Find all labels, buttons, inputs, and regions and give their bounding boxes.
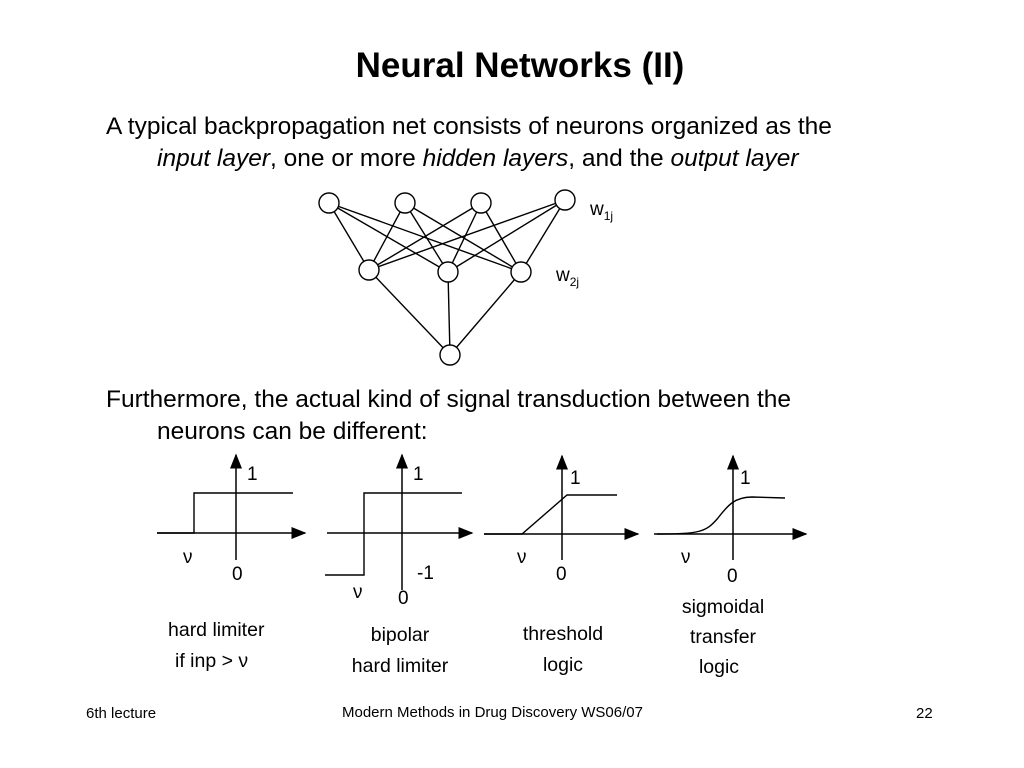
hard-limiter-curve bbox=[157, 492, 293, 534]
intro-line-2: input layer, one or more hidden layers, … bbox=[106, 143, 832, 175]
output-neuron bbox=[439, 344, 461, 366]
intro-paragraph: A typical backpropagation net consists o… bbox=[106, 111, 832, 175]
y-tick-one: 1 bbox=[413, 464, 424, 485]
intro-separator-1: , one or more bbox=[270, 145, 423, 172]
hidden-neuron bbox=[510, 261, 532, 283]
transduction-paragraph: Furthermore, the actual kind of signal t… bbox=[106, 384, 791, 448]
input-neuron bbox=[394, 192, 416, 214]
intro-separator-2: , and the bbox=[568, 145, 671, 172]
hard-limiter-label: hard limiter bbox=[168, 619, 265, 641]
output-layer-term: output layer bbox=[670, 145, 799, 172]
transduction-line-2: neurons can be different: bbox=[157, 418, 428, 445]
y-tick-one: 1 bbox=[570, 468, 581, 489]
intro-line-1: A typical backpropagation net consists o… bbox=[106, 113, 832, 140]
hard-limiter-condition: if inp > ν bbox=[175, 650, 249, 672]
input-neuron bbox=[554, 189, 576, 211]
bipolar-hard-limiter-graph: 1 -1 ν 0 bbox=[325, 453, 474, 609]
origin-label: 0 bbox=[727, 566, 738, 587]
hidden-neuron bbox=[437, 261, 459, 283]
bipolar-curve bbox=[325, 492, 462, 576]
bipolar-label-line-2: hard limiter bbox=[351, 655, 449, 677]
threshold-caption: threshold logic bbox=[505, 619, 621, 681]
hidden-neuron bbox=[358, 259, 380, 281]
threshold-label-line-1: threshold bbox=[522, 623, 604, 645]
origin-label: 0 bbox=[398, 588, 409, 609]
input-layer-term: input layer bbox=[157, 145, 271, 172]
hard-limiter-graph: 1 ν 0 bbox=[157, 453, 307, 585]
sigmoidal-caption: sigmoidal transfer logic bbox=[663, 592, 783, 682]
threshold-curve bbox=[484, 494, 617, 535]
sigmoid-curve bbox=[656, 496, 786, 535]
sigmoidal-label-line-1: sigmoidal bbox=[681, 596, 765, 618]
hidden-layers-term: hidden layers bbox=[422, 145, 569, 172]
footer-page-number: 22 bbox=[916, 705, 933, 722]
sigmoidal-label-line-3: logic bbox=[698, 656, 740, 678]
y-tick-one: 1 bbox=[740, 468, 751, 489]
footer-lecture: 6th lecture bbox=[86, 705, 157, 722]
threshold-logic-graph: 1 ν 0 bbox=[484, 454, 640, 585]
threshold-symbol: ν bbox=[183, 547, 193, 568]
threshold-symbol: ν bbox=[517, 547, 527, 568]
footer-course: Modern Methods in Drug Discovery WS06/07 bbox=[342, 704, 643, 721]
weight-label-2: w2j bbox=[556, 265, 579, 293]
weight-1-base: w bbox=[590, 199, 604, 220]
threshold-label-line-2: logic bbox=[542, 654, 584, 676]
y-tick-minus-one: -1 bbox=[417, 563, 434, 584]
threshold-symbol: ν bbox=[681, 547, 691, 568]
transfer-function-graphs: 1 ν 0 1 -1 ν 0 1 ν 0 1 ν 0 bbox=[157, 453, 808, 609]
transduction-line-1: Furthermore, the actual kind of signal t… bbox=[106, 386, 792, 413]
threshold-symbol: ν bbox=[353, 582, 363, 603]
hidden-output-connections bbox=[368, 269, 522, 356]
input-neuron bbox=[470, 192, 492, 214]
bipolar-caption: bipolar hard limiter bbox=[335, 620, 465, 682]
origin-label: 0 bbox=[556, 564, 567, 585]
sigmoidal-label-line-2: transfer bbox=[689, 626, 757, 648]
bipolar-label-line-1: bipolar bbox=[370, 624, 430, 646]
slide-title: Neural Networks (II) bbox=[355, 46, 685, 85]
y-tick-one: 1 bbox=[247, 464, 258, 485]
origin-label: 0 bbox=[232, 564, 243, 585]
weight-label-1: w1j bbox=[590, 199, 613, 227]
sigmoidal-logic-graph: 1 ν 0 bbox=[654, 454, 808, 587]
weight-2-subscript: 2j bbox=[569, 274, 580, 289]
weight-1-subscript: 1j bbox=[603, 208, 614, 223]
network-diagram bbox=[318, 189, 576, 366]
input-neuron bbox=[318, 192, 340, 214]
hard-limiter-caption: hard limiter if inp > ν bbox=[168, 615, 288, 677]
input-hidden-connections bbox=[328, 199, 566, 273]
weight-2-base: w bbox=[556, 265, 570, 286]
